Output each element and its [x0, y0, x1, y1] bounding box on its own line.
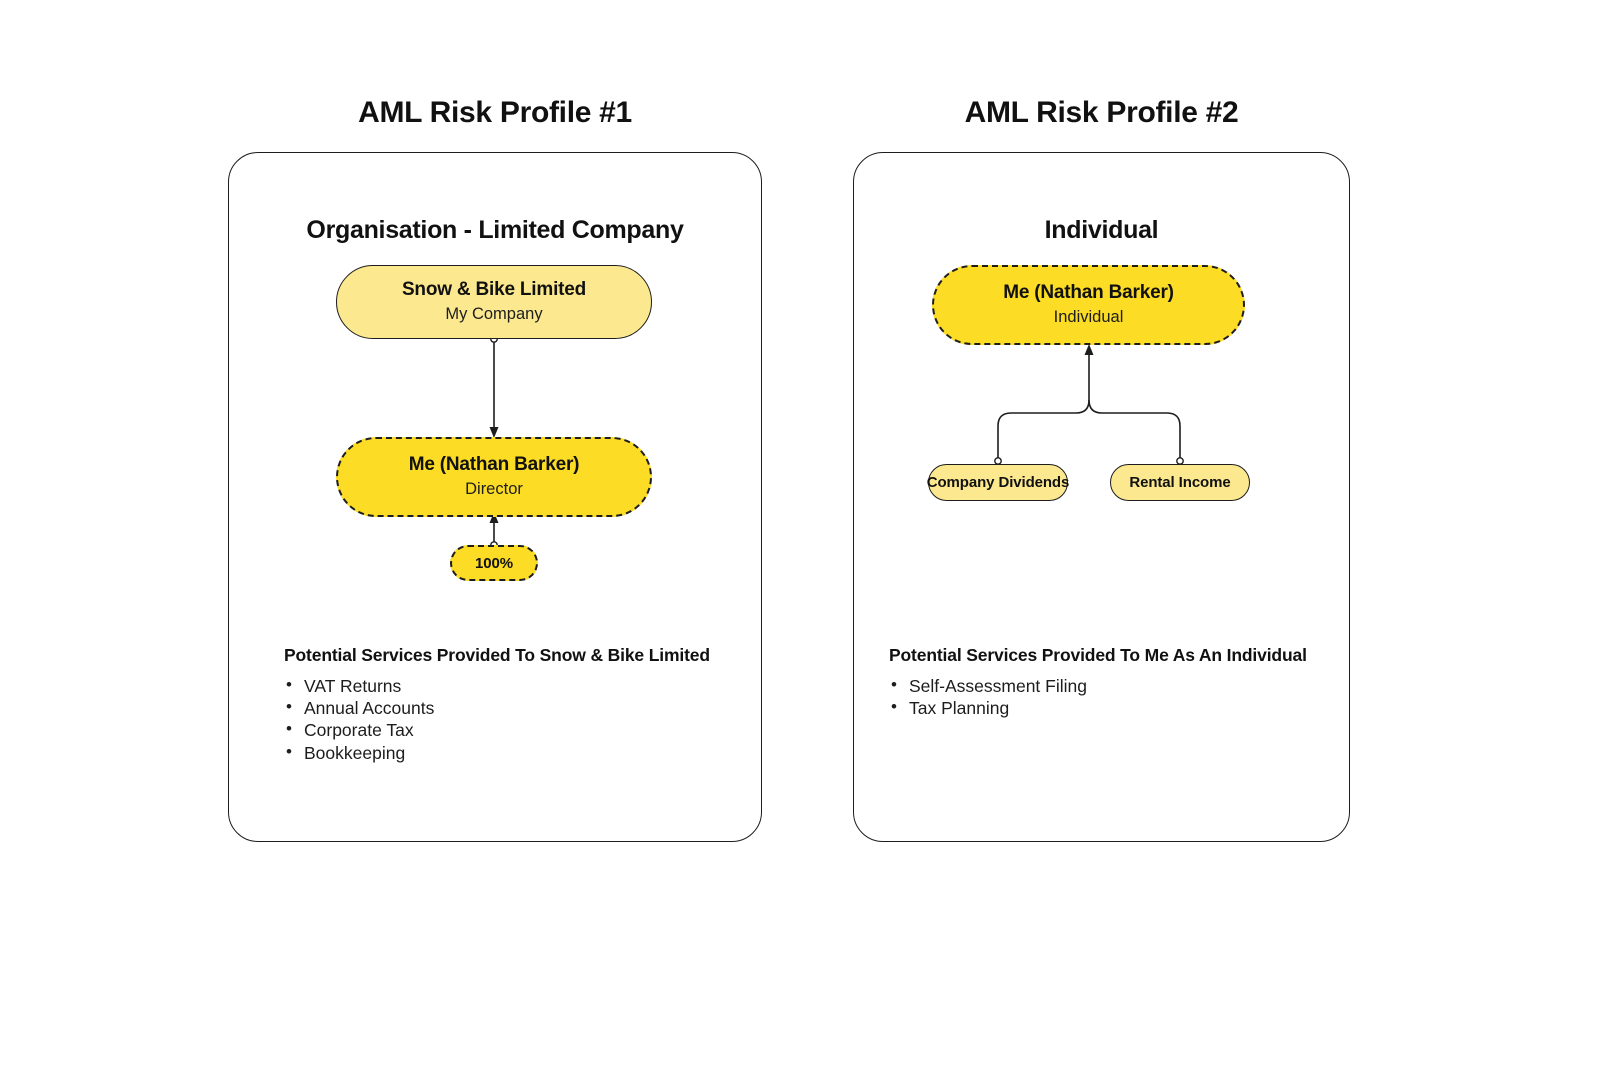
- list-item: Bookkeeping: [284, 741, 761, 764]
- profile-2-heading: Individual: [1044, 216, 1159, 244]
- profile-1-title: AML Risk Profile #1: [358, 96, 632, 129]
- profile-card-2: AML Risk Profile #2 Individual Me (Natha…: [853, 96, 1350, 842]
- profile-1-panel: Organisation - Limited Company Snow & Bi…: [228, 152, 762, 842]
- profile-1-graph: Snow & Bike Limited My Company Me (Natha…: [229, 245, 761, 615]
- badge-label: Company Dividends: [926, 474, 1070, 491]
- node-title: Snow & Bike Limited: [401, 279, 587, 301]
- list-item: Self-Assessment Filing: [889, 674, 1349, 697]
- services-title: Potential Services Provided To Me As An …: [889, 645, 1307, 665]
- list-item: Tax Planning: [889, 696, 1349, 719]
- node-subtitle: My Company: [445, 305, 543, 324]
- node-subtitle: Individual: [1053, 308, 1124, 327]
- node-me-director[interactable]: Me (Nathan Barker) Director: [336, 437, 652, 517]
- node-title: Me (Nathan Barker): [408, 454, 580, 476]
- connector-right-branch: [1088, 399, 1181, 459]
- node-company-dividends[interactable]: Company Dividends: [926, 464, 1070, 501]
- node-me-individual[interactable]: Me (Nathan Barker) Individual: [932, 265, 1245, 345]
- services-list: Self-Assessment Filing Tax Planning: [889, 674, 1349, 719]
- node-title: Me (Nathan Barker): [1003, 282, 1174, 304]
- node-ownership-percentage[interactable]: 100%: [450, 545, 538, 581]
- profile-2-panel: Individual Me (Nathan Barker) Individual: [853, 152, 1350, 842]
- profile-1-connectors: [489, 335, 499, 549]
- profile-2-graph: Me (Nathan Barker) Individual Company Di…: [854, 245, 1349, 615]
- connector-arrowhead-up: [489, 512, 499, 523]
- services-title: Potential Services Provided To Snow & Bi…: [284, 645, 710, 665]
- list-item: Annual Accounts: [284, 696, 761, 719]
- node-rental-income[interactable]: Rental Income: [1110, 464, 1250, 501]
- badge-label: Rental Income: [1129, 474, 1231, 491]
- profile-2-services: Potential Services Provided To Me As An …: [889, 645, 1349, 719]
- profile-2-connectors: [994, 344, 1184, 465]
- connector-arrowhead-up: [1084, 344, 1094, 355]
- list-item: VAT Returns: [284, 674, 761, 697]
- profile-card-1: AML Risk Profile #1 Organisation - Limit…: [228, 96, 762, 842]
- badge-label: 100%: [475, 554, 513, 572]
- profile-1-heading: Organisation - Limited Company: [306, 216, 684, 244]
- profile-1-services: Potential Services Provided To Snow & Bi…: [284, 645, 761, 764]
- profile-2-title: AML Risk Profile #2: [964, 96, 1239, 129]
- connector-left-branch: [997, 399, 1090, 459]
- services-list: VAT Returns Annual Accounts Corporate Ta…: [284, 674, 761, 764]
- connector-arrowhead-down: [489, 427, 499, 438]
- node-subtitle: Director: [465, 480, 523, 499]
- node-snow-and-bike-limited[interactable]: Snow & Bike Limited My Company: [336, 265, 652, 339]
- list-item: Corporate Tax: [284, 718, 761, 741]
